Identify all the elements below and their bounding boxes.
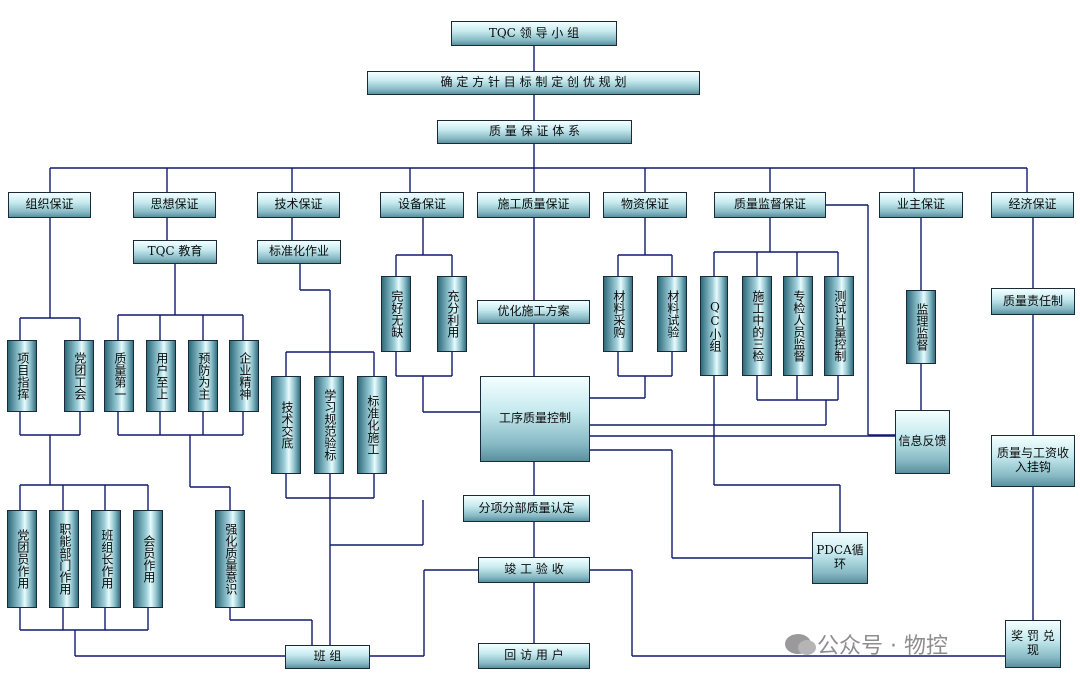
responsibility-system: 质量责任制 — [991, 288, 1075, 315]
department-role: 职能部门作用 — [49, 510, 79, 608]
measure-control: 测试计量控制 — [824, 276, 854, 376]
party-member-role: 党团员作用 — [7, 510, 37, 608]
process-quality-control: 工序质量控制 — [480, 376, 590, 462]
optimize-plan: 优化施工方案 — [477, 300, 590, 324]
inspector-supervise: 专检人员监督 — [783, 276, 813, 376]
material-purchase: 材料采购 — [603, 276, 633, 352]
wechat-icon — [785, 634, 816, 655]
thought-guarantee: 思想保证 — [133, 192, 216, 218]
full-use-box: 充分利用 — [437, 276, 467, 352]
party-union: 党团工会 — [64, 340, 94, 412]
equip-guarantee: 设备保证 — [380, 192, 464, 218]
supervise-guarantee: 质量监督保证 — [714, 192, 826, 218]
economy-guarantee: 经济保证 — [991, 192, 1074, 218]
enterprise-spirit: 企业精神 — [229, 340, 259, 412]
standard-work: 标准化作业 — [257, 240, 341, 264]
watermark: 公众号 · 物控 — [785, 628, 948, 660]
standard-construction: 标准化施工 — [357, 376, 387, 474]
quality-awareness: 强化质量意识 — [215, 510, 245, 608]
learn-standards: 学习规范验标 — [314, 376, 344, 474]
three-check: 施工中的三检 — [742, 276, 772, 376]
tech-briefing: 技术交底 — [271, 376, 301, 474]
tqc-education: TQC 教育 — [133, 240, 217, 264]
team-leader-role: 班组长作用 — [91, 510, 121, 608]
completion-acceptance: 竣 工 验 收 — [478, 557, 590, 583]
quality-first: 质量第一 — [104, 340, 134, 412]
material-test: 材料试验 — [657, 276, 687, 352]
tech-guarantee: 技术保证 — [257, 192, 340, 218]
tqc-leadership-group: TQC 领 导 小 组 — [451, 21, 617, 46]
material-guarantee: 物资保证 — [603, 192, 687, 218]
revisit-users: 回 访 用 户 — [478, 643, 590, 669]
quality-system-box: 质 量 保 证 体 系 — [437, 120, 632, 144]
owner-supervision: 监理监督 — [906, 290, 936, 364]
info-feedback: 信息反馈 — [895, 410, 950, 474]
org-guarantee: 组织保证 — [8, 192, 91, 218]
project-command: 项目指挥 — [7, 340, 37, 412]
member-role: 会员作用 — [133, 510, 163, 608]
pdca-cycle: PDCA循环 — [812, 532, 868, 584]
qc-group: QC小组 — [700, 276, 728, 376]
owner-guarantee: 业主保证 — [879, 192, 963, 218]
user-first: 用户至上 — [146, 340, 176, 412]
construct-guarantee: 施工质量保证 — [477, 192, 590, 218]
subitem-accreditation: 分项分部质量认定 — [463, 495, 590, 522]
work-team: 班 组 — [285, 645, 370, 669]
prevention-first: 预防为主 — [188, 340, 218, 412]
goal-planning-box: 确 定 方 针 目 标 制 定 创 优 规 划 — [367, 71, 700, 95]
wage-link: 质量与工资收入挂钩 — [991, 435, 1075, 487]
watermark-text: 公众号 · 物控 — [817, 634, 948, 659]
intact-box: 完好无缺 — [381, 276, 411, 352]
reward-punish: 奖 罚 兑 现 — [1005, 620, 1061, 668]
